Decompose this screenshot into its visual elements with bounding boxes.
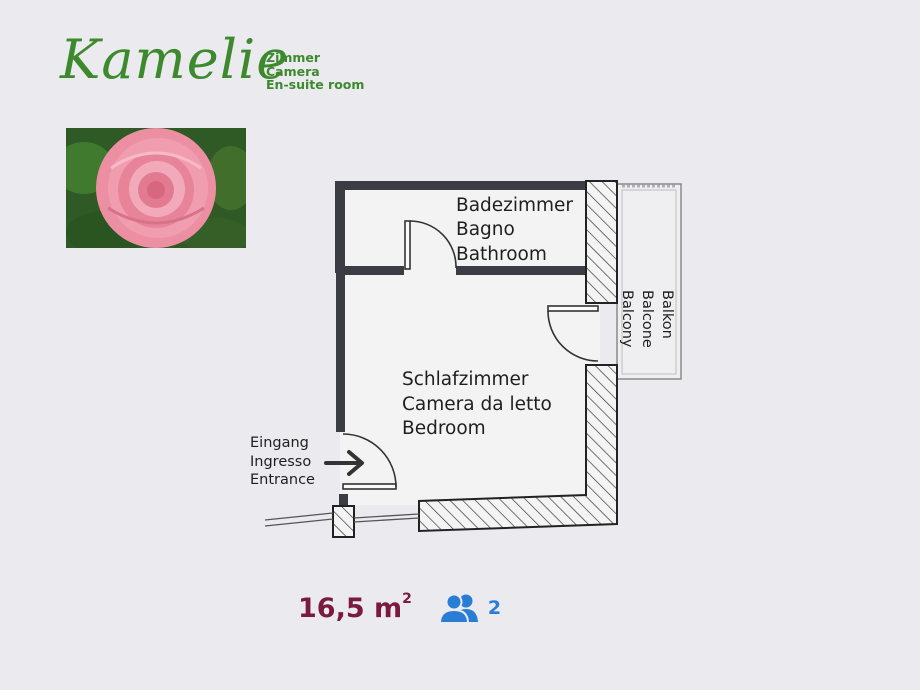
balcony-label-en: Balcony [619, 290, 635, 348]
wall-right-upper-hatched [585, 180, 618, 304]
wall-column [332, 505, 355, 538]
room-type-labels: Zimmer Camera En-suite room [266, 51, 364, 92]
room-type-de: Zimmer [266, 50, 321, 65]
wall-bath-left [345, 266, 404, 275]
room-type-en: En-suite room [266, 77, 365, 92]
balcony-door [547, 305, 599, 362]
bathroom-label-en: Bathroom [456, 244, 547, 265]
room-area-value: 16,5 m [298, 592, 403, 624]
bedroom-label-de: Schlafzimmer [402, 369, 529, 390]
balcony-inner [621, 189, 677, 375]
bedroom-floor-right [590, 300, 600, 370]
room-area-exponent: 2 [402, 590, 412, 607]
room-info-footer: 16,5 m2 2 [298, 590, 502, 624]
bathroom-door [404, 220, 457, 270]
entrance-walkway [264, 512, 420, 527]
entrance-label-en: Entrance [250, 472, 315, 488]
wall-left-upper [335, 181, 345, 273]
entrance-arrow-icon [324, 450, 364, 476]
guests-count: 2 [487, 597, 502, 619]
entrance-label-it: Ingresso [250, 454, 311, 470]
wall-entrance-post [339, 494, 348, 506]
wall-top [335, 181, 586, 190]
bedroom-label-en: Bedroom [402, 418, 486, 439]
wall-bath-right [456, 266, 586, 275]
balcony-label-de: Balkon [659, 290, 675, 339]
brand-logo: Kamelie [60, 28, 290, 91]
bathroom-label-it: Bagno [456, 219, 515, 240]
balcony-label-it: Balcone [639, 290, 655, 348]
bathroom-label-de: Badezimmer [456, 195, 573, 216]
balcony-outline [616, 183, 682, 380]
users-icon [438, 593, 478, 624]
camellia-photo [66, 128, 246, 248]
entrance-label-de: Eingang [250, 435, 309, 451]
bedroom-label-it: Camera da letto [402, 394, 552, 415]
wall-right-lower-hatched [418, 364, 618, 533]
room-type-it: Camera [266, 63, 320, 79]
entrance-door [342, 433, 397, 490]
wall-left-lower [336, 273, 345, 432]
room-area: 16,5 m2 [298, 590, 412, 624]
